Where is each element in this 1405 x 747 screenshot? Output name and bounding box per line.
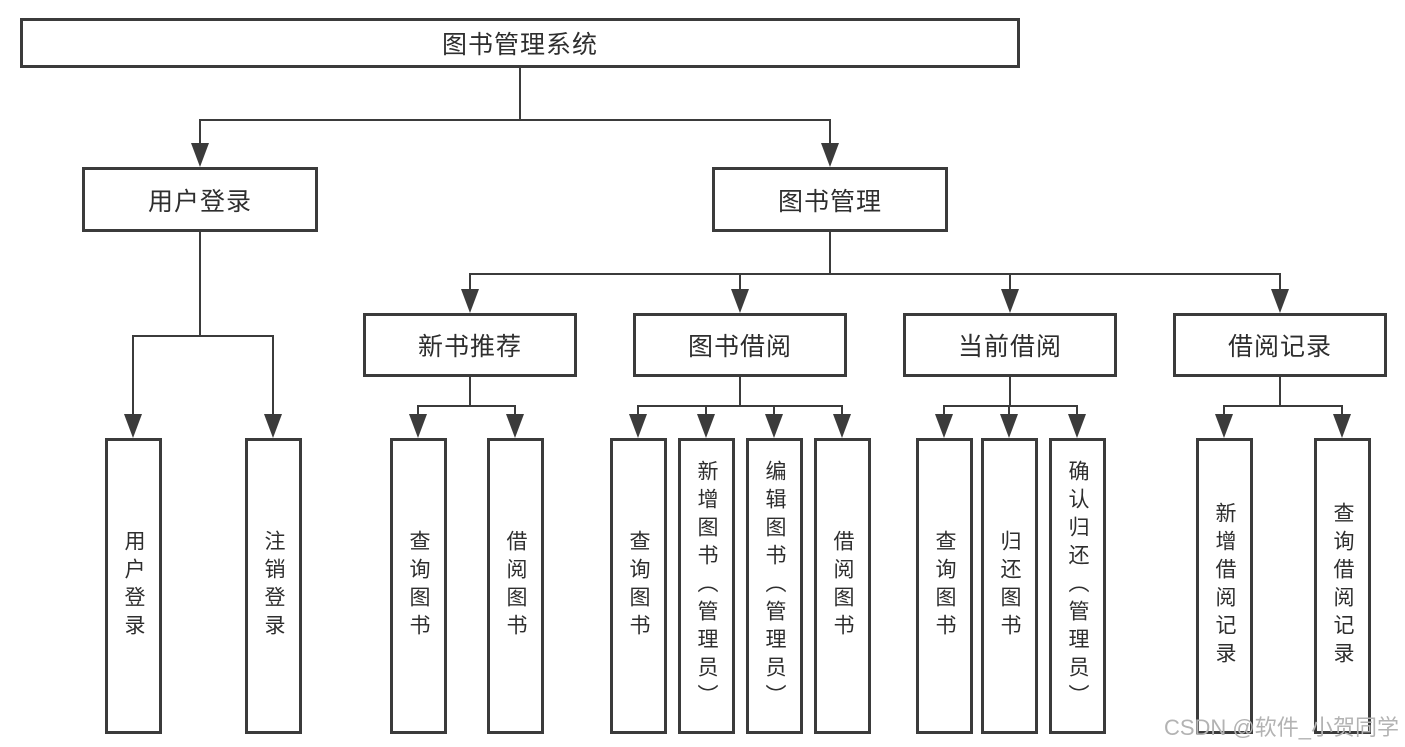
connector-line xyxy=(417,405,419,416)
connector-line xyxy=(1223,405,1343,407)
node-label: 查询图书 xyxy=(407,530,431,642)
node-label: 当前借阅 xyxy=(957,333,1062,361)
connector-line xyxy=(469,377,471,406)
arrow-down-icon xyxy=(629,414,647,438)
connector-line xyxy=(841,405,843,416)
node-label: 查询借阅记录 xyxy=(1331,502,1355,670)
connector-line xyxy=(773,405,775,416)
arrow-down-icon xyxy=(731,289,749,313)
connector-line xyxy=(829,232,831,275)
watermark-text: CSDN @软件_小贺同学 xyxy=(1163,715,1399,740)
connector-line xyxy=(199,119,831,121)
node-book-borrowing: 图书借阅 xyxy=(633,313,847,377)
node-label: 查询图书 xyxy=(627,530,651,642)
arrow-down-icon xyxy=(461,289,479,313)
connector-line xyxy=(943,405,1077,407)
node-user-login: 用户登录 xyxy=(82,167,318,232)
leaf-confirm-return-admin: 确认归还（管理员） xyxy=(1049,438,1106,734)
connector-line xyxy=(943,405,945,416)
node-label: 编辑图书（管理员） xyxy=(763,460,787,712)
connector-line xyxy=(637,405,639,416)
node-label: 图书借阅 xyxy=(687,333,792,361)
node-label: 用户登录 xyxy=(122,530,146,642)
connector-line xyxy=(1009,273,1011,291)
leaf-borrow-books: 借阅图书 xyxy=(814,438,871,734)
arrow-down-icon xyxy=(506,414,524,438)
node-book-management: 图书管理 xyxy=(712,167,948,232)
connector-line xyxy=(514,405,516,416)
connector-line xyxy=(1223,405,1225,416)
node-new-book-recommend: 新书推荐 xyxy=(363,313,577,377)
leaf-query-borrow-record: 查询借阅记录 xyxy=(1314,438,1371,734)
node-library-management-system: 图书管理系统 xyxy=(20,18,1020,68)
node-label: 图书管理 xyxy=(777,187,882,216)
leaf-borrow-books-recommend: 借阅图书 xyxy=(487,438,544,734)
connector-line xyxy=(829,119,831,145)
leaf-query-books-borrow: 查询图书 xyxy=(610,438,667,734)
connector-line xyxy=(1009,377,1011,406)
node-label: 新增图书（管理员） xyxy=(695,460,719,712)
arrow-down-icon xyxy=(1215,414,1233,438)
arrow-down-icon xyxy=(1333,414,1351,438)
arrow-down-icon xyxy=(935,414,953,438)
arrow-down-icon xyxy=(264,414,282,438)
leaf-return-books: 归还图书 xyxy=(981,438,1038,734)
connector-line xyxy=(1008,405,1010,416)
arrow-down-icon xyxy=(765,414,783,438)
leaf-edit-book-admin: 编辑图书（管理员） xyxy=(746,438,803,734)
connector-line xyxy=(417,405,516,407)
node-current-borrowing: 当前借阅 xyxy=(903,313,1117,377)
connector-line xyxy=(705,405,707,416)
node-label: 借阅图书 xyxy=(831,530,855,642)
connector-line xyxy=(469,273,1281,275)
connector-line xyxy=(1341,405,1343,416)
arrow-down-icon xyxy=(1068,414,1086,438)
arrow-down-icon xyxy=(697,414,715,438)
connector-line xyxy=(132,335,274,337)
leaf-user-login: 用户登录 xyxy=(105,438,162,734)
leaf-logout: 注销登录 xyxy=(245,438,302,734)
node-label: 图书管理系统 xyxy=(441,31,598,59)
connector-line xyxy=(199,232,201,336)
node-borrowing-records: 借阅记录 xyxy=(1173,313,1387,377)
connector-line xyxy=(1279,273,1281,291)
leaf-query-books-recommend: 查询图书 xyxy=(390,438,447,734)
connector-line xyxy=(469,273,471,291)
connector-line xyxy=(519,68,521,121)
arrow-down-icon xyxy=(124,414,142,438)
node-label: 新书推荐 xyxy=(417,333,522,361)
arrow-down-icon xyxy=(409,414,427,438)
node-label: 确认归还（管理员） xyxy=(1066,460,1090,712)
node-label: 借阅记录 xyxy=(1227,333,1332,361)
connector-line xyxy=(739,273,741,291)
connector-line xyxy=(272,335,274,415)
leaf-query-books-current: 查询图书 xyxy=(916,438,973,734)
node-label: 查询图书 xyxy=(933,530,957,642)
connector-line xyxy=(637,405,843,407)
connector-line xyxy=(132,335,134,415)
connector-line xyxy=(199,119,201,145)
arrow-down-icon xyxy=(1000,414,1018,438)
connector-line xyxy=(1279,377,1281,406)
arrow-down-icon xyxy=(1001,289,1019,313)
node-label: 借阅图书 xyxy=(504,530,528,642)
node-label: 新增借阅记录 xyxy=(1213,502,1237,670)
node-label: 归还图书 xyxy=(998,530,1022,642)
leaf-add-book-admin: 新增图书（管理员） xyxy=(678,438,735,734)
arrow-down-icon xyxy=(833,414,851,438)
arrow-down-icon xyxy=(821,143,839,167)
connector-line xyxy=(1076,405,1078,416)
arrow-down-icon xyxy=(1271,289,1289,313)
leaf-add-borrow-record: 新增借阅记录 xyxy=(1196,438,1253,734)
connector-line xyxy=(739,377,741,406)
node-label: 用户登录 xyxy=(147,187,252,216)
node-label: 注销登录 xyxy=(262,530,286,642)
arrow-down-icon xyxy=(191,143,209,167)
